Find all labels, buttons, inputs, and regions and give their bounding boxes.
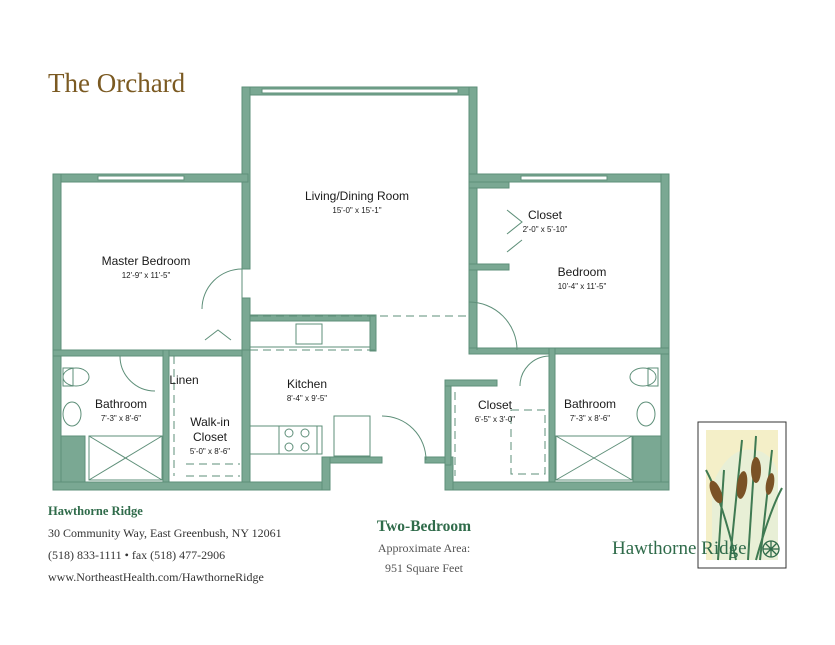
room-name-bedroom: Bedroom	[558, 265, 607, 279]
room-name-master-bedroom: Master Bedroom	[102, 254, 191, 268]
room-name-walk-in-line1: Walk-in	[190, 415, 230, 429]
phone-fax: (518) 833-1111 • fax (518) 477-2906	[48, 548, 226, 562]
room-size-living: 15'-0" x 15'-1"	[332, 206, 381, 215]
address: 30 Community Way, East Greenbush, NY 120…	[48, 526, 282, 540]
room-size-closet-upper: 2'-0" x 5'-10"	[523, 225, 568, 234]
fixtures	[62, 209, 659, 481]
room-size-walk-in: 5'-0" x 8'-6"	[190, 447, 230, 456]
compass-emblem-icon	[762, 540, 780, 558]
room-name-closet-lower: Closet	[478, 398, 513, 412]
room-labels: Living/Dining Room 15'-0" x 15'-1" Maste…	[95, 189, 616, 456]
room-name-bathroom-left: Bathroom	[95, 397, 147, 411]
contact-block: Hawthorne Ridge 30 Community Way, East G…	[48, 500, 282, 588]
windows	[97, 88, 608, 181]
room-name-bathroom-right: Bathroom	[564, 397, 616, 411]
area-label: Approximate Area:	[377, 541, 471, 555]
dashed-lines	[173, 188, 546, 477]
room-name-closet-upper: Closet	[528, 208, 563, 222]
unit-info: Two-Bedroom Approximate Area: 951 Square…	[354, 516, 494, 578]
community-name: Hawthorne Ridge	[48, 504, 143, 518]
logo-image	[697, 421, 787, 569]
room-name-kitchen: Kitchen	[287, 377, 327, 391]
unit-type: Two-Bedroom	[376, 518, 472, 535]
room-name-linen: Linen	[169, 373, 198, 387]
website-link[interactable]: www.NortheastHealth.com/HawthorneRidge	[48, 570, 264, 584]
page-title: The Orchard	[48, 68, 186, 98]
area-value: 951 Square Feet	[385, 561, 463, 575]
room-size-bathroom-left: 7'-3" x 8'-6"	[101, 414, 141, 423]
room-size-bathroom-right: 7'-3" x 8'-6"	[570, 414, 610, 423]
brand-wordmark: Hawthorne Ridge	[612, 538, 747, 559]
room-size-bedroom: 10'-4" x 11'-5"	[558, 282, 607, 291]
room-size-closet-lower: 6'-5" x 3'-0"	[475, 415, 515, 424]
room-name-walk-in-line2: Closet	[193, 430, 228, 444]
inner-walls	[52, 181, 670, 483]
room-name-living: Living/Dining Room	[305, 189, 409, 203]
room-size-master-bedroom: 12'-9" x 11'-5"	[122, 271, 171, 280]
room-size-kitchen: 8'-4" x 9'-5"	[287, 394, 327, 403]
